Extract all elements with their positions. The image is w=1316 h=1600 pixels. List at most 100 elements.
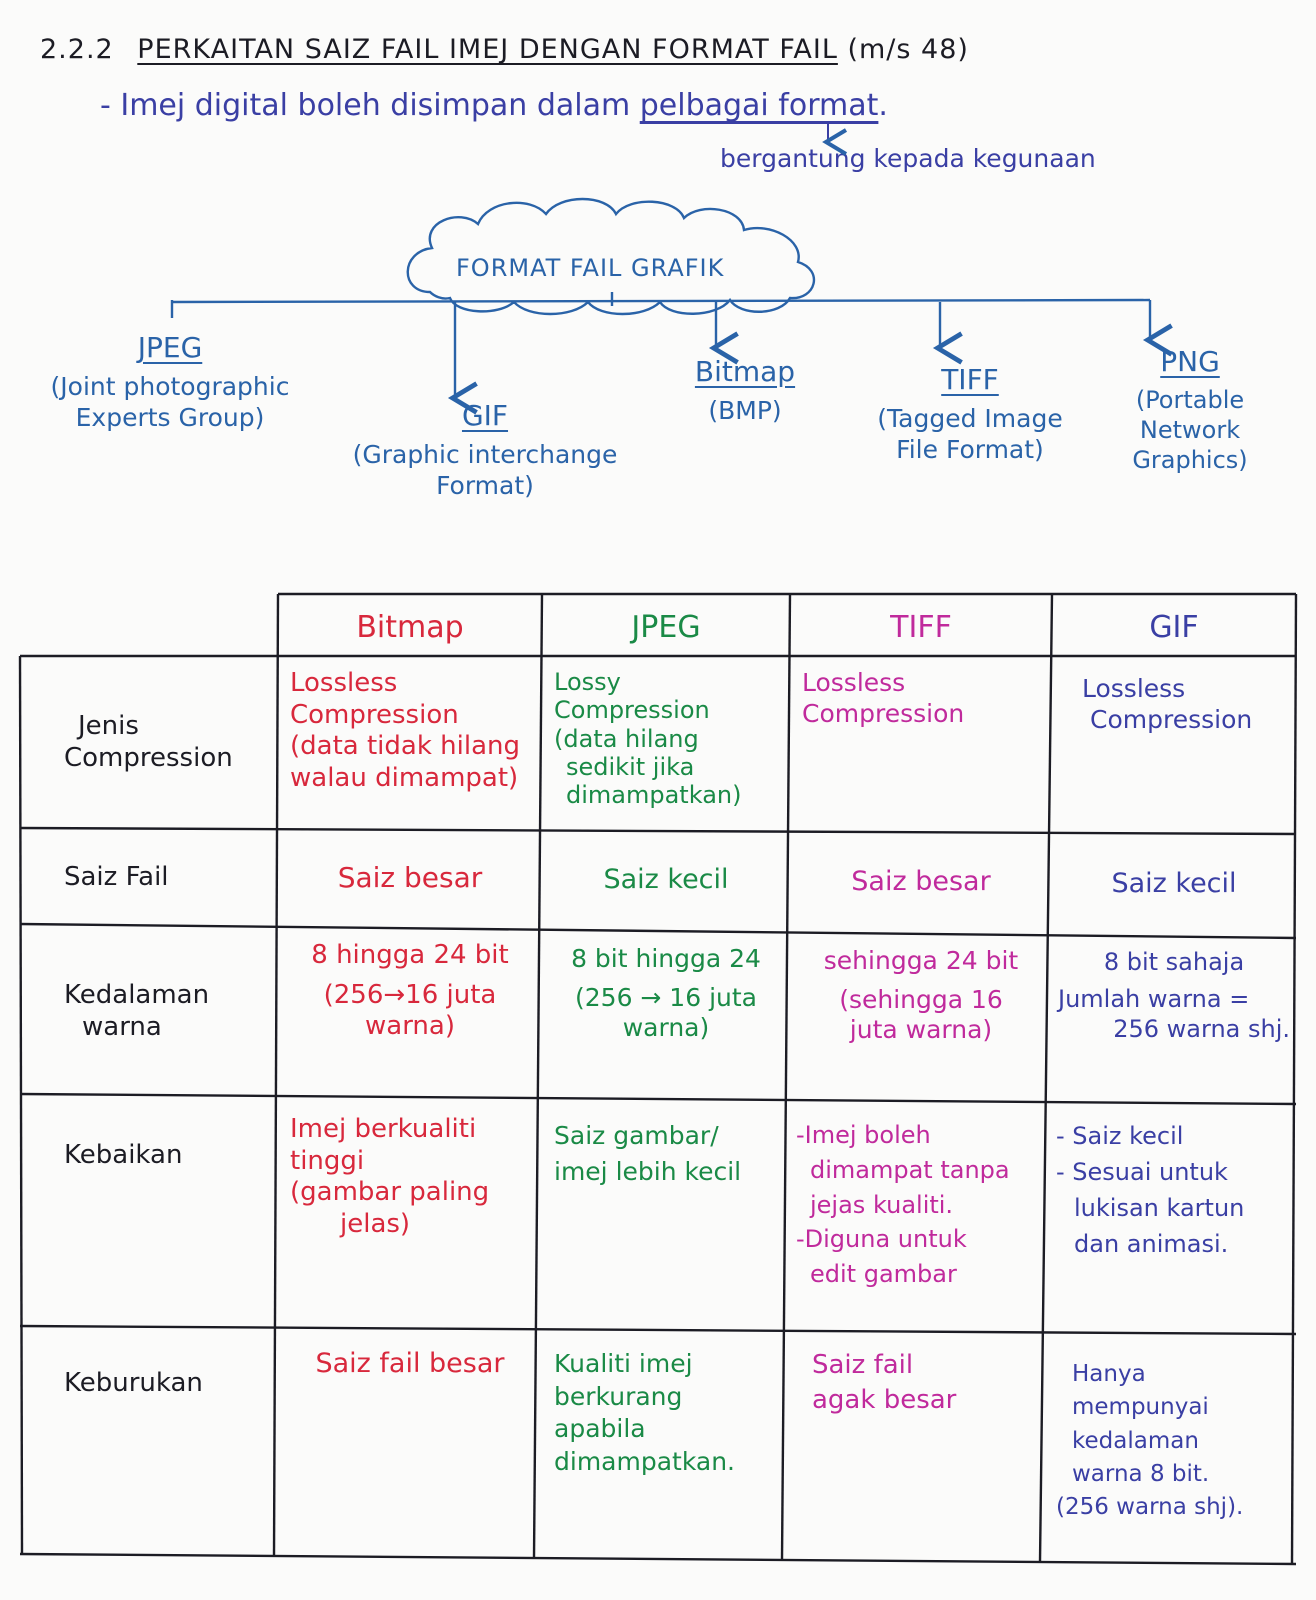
intro-text: - Imej digital boleh disimpan dalam pelb…	[100, 88, 888, 123]
row-header-advantages: Kebaikan	[24, 1100, 276, 1326]
cell-line: Compression	[554, 696, 710, 725]
section-number: 2.2.2	[40, 34, 114, 65]
cell-line: 8 bit hingga 24	[571, 944, 761, 973]
column-header-jpeg: JPEG	[631, 610, 701, 645]
format-full-line: (Portable	[1135, 386, 1245, 414]
row-header-line: Compression	[64, 743, 233, 773]
cell-gif-file-size: Saiz kecil	[1054, 838, 1294, 930]
cell-line: Saiz kecil	[1111, 867, 1237, 899]
format-name: GIF	[461, 399, 509, 432]
cell-line: berkurang	[554, 1381, 683, 1411]
cell-line: juta warna)	[849, 1015, 993, 1044]
format-tree-diagram	[170, 124, 1173, 415]
cell-line: (sehingga 16	[839, 984, 1003, 1014]
cell-line: Imej berkualiti	[290, 1114, 477, 1144]
column-header-bitmap: Bitmap	[356, 610, 464, 645]
cell-line: sehingga 24 bit	[823, 946, 1019, 975]
page-reference: (m/s 48)	[847, 34, 969, 65]
intro-note: bergantung kepada kegunaan	[720, 144, 1096, 173]
cell-line: dimampat tanpa	[810, 1155, 1010, 1184]
cell-line: dan animasi.	[1074, 1230, 1229, 1258]
cell-gif-compression: Lossless Compression	[1054, 668, 1294, 828]
tree-root-label: FORMAT FAIL GRAFIK	[456, 254, 725, 282]
cloud-shape	[406, 197, 816, 316]
cell-bitmap-color-depth: 8 hingga 24 bit (256→16 juta warna)	[280, 934, 540, 1094]
cell-tiff-advantages: -Imej boleh dimampat tanpa jejas kualiti…	[786, 1112, 1048, 1332]
cell-line: dimampatkan.	[554, 1446, 735, 1476]
cell-jpeg-compression: Lossy Compression (data hilang sedikit j…	[544, 662, 788, 828]
format-node-bitmap: Bitmap (BMP)	[660, 354, 830, 426]
format-full-line: (Graphic interchange	[352, 440, 618, 469]
cell-line: Saiz gambar/	[554, 1121, 719, 1150]
format-full-line: Graphics)	[1132, 446, 1248, 474]
cell-line: Kualiti imej	[554, 1349, 693, 1378]
row-header-line: Kebaikan	[64, 1140, 183, 1170]
cell-line: -Imej boleh	[796, 1121, 931, 1149]
cell-line: Hanya mempunyai	[1072, 1361, 1209, 1421]
column-header-tiff: TIFF	[890, 610, 952, 645]
intro-suffix: .	[878, 88, 888, 123]
cell-line: Compression	[290, 699, 459, 730]
cell-line: warna)	[622, 1013, 710, 1042]
cell-line: Lossless	[1082, 674, 1186, 703]
cell-jpeg-disadvantages: Kualiti imej berkurang apabila dimampatk…	[544, 1342, 788, 1556]
format-full-line: Network	[1139, 416, 1241, 444]
cell-tiff-disadvantages: Saiz fail agak besar	[792, 1342, 1048, 1556]
cell-line: imej lebih kecil	[554, 1157, 742, 1187]
format-node-png: PNG (Portable Network Graphics)	[1120, 344, 1260, 475]
cell-gif-advantages: - Saiz kecil - Sesuai untuk lukisan kart…	[1046, 1112, 1294, 1332]
cell-line: Lossless	[802, 668, 906, 697]
cell-line: Lossless	[290, 668, 398, 698]
cell-jpeg-file-size: Saiz kecil	[544, 834, 788, 926]
cell-line: (gambar paling	[290, 1177, 490, 1208]
format-full-line: File Format)	[896, 435, 1044, 465]
cell-line: Lossy	[554, 668, 621, 696]
format-full-line: (Tagged Image	[877, 404, 1063, 433]
cell-line: warna 8 bit.	[1072, 1461, 1210, 1488]
format-name: Bitmap	[694, 355, 796, 388]
format-full-line: Experts Group)	[75, 403, 265, 433]
format-name: TIFF	[941, 363, 999, 396]
cell-line: (256→16 juta	[323, 979, 497, 1010]
cell-line: jelas)	[340, 1209, 411, 1240]
cell-line: Saiz besar	[337, 860, 483, 894]
cell-bitmap-disadvantages: Saiz fail besar	[280, 1342, 540, 1554]
cell-line: Saiz besar	[851, 865, 991, 897]
cell-line: Jumlah warna =	[1058, 985, 1250, 1014]
cell-gif-color-depth: 8 bit sahaja Jumlah warna = 256 warna sh…	[1054, 942, 1294, 1102]
cell-line: - Saiz kecil	[1056, 1122, 1184, 1150]
cell-line: lukisan kartun	[1074, 1194, 1245, 1222]
cell-line: (256 warna shj).	[1056, 1494, 1244, 1521]
cell-tiff-file-size: Saiz besar	[792, 836, 1050, 928]
cell-line: dimampatkan)	[566, 781, 742, 810]
cell-jpeg-advantages: Saiz gambar/ imej lebih kecil	[544, 1112, 788, 1328]
format-name: JPEG	[137, 331, 203, 364]
format-node-tiff: TIFF (Tagged Image File Format)	[860, 362, 1080, 466]
cell-line: warna)	[365, 1011, 455, 1042]
cell-line: tinggi	[290, 1145, 365, 1176]
row-header-line: Saiz Fail	[64, 862, 169, 893]
cell-line: agak besar	[812, 1385, 957, 1416]
tree-trunk	[171, 298, 1151, 304]
cell-line: (data hilang	[554, 724, 699, 753]
cell-bitmap-advantages: Imej berkualiti tinggi (gambar paling je…	[280, 1108, 540, 1326]
row-header-line: warna	[82, 1012, 162, 1042]
cell-line: jejas kualiti.	[810, 1190, 954, 1219]
cell-line: -Diguna untuk	[796, 1225, 967, 1254]
row-header-line: Jenis	[78, 711, 139, 742]
cell-line: (256 → 16 juta	[575, 982, 757, 1012]
cell-line: Saiz fail	[812, 1350, 914, 1380]
row-header-line: Kedalaman	[64, 980, 210, 1011]
cell-line: 256 warna shj.	[1113, 1014, 1290, 1043]
section-title: PERKAITAN SAIZ FAIL IMEJ DENGAN FORMAT F…	[137, 34, 838, 65]
cell-line: 8 hingga 24 bit	[311, 940, 509, 970]
intro-prefix: - Imej digital boleh disimpan dalam	[100, 88, 640, 123]
cell-line: Compression	[1090, 704, 1253, 734]
format-full-line: (Joint photographic	[50, 372, 290, 401]
format-full-line: (BMP)	[708, 396, 782, 425]
cell-line: walau dimampat)	[290, 763, 519, 794]
cell-line: edit gambar	[810, 1260, 957, 1289]
cell-line: sedikit jika	[566, 752, 695, 781]
cell-line: Saiz kecil	[603, 863, 729, 895]
format-node-jpeg: JPEG (Joint photographic Experts Group)	[20, 330, 320, 434]
